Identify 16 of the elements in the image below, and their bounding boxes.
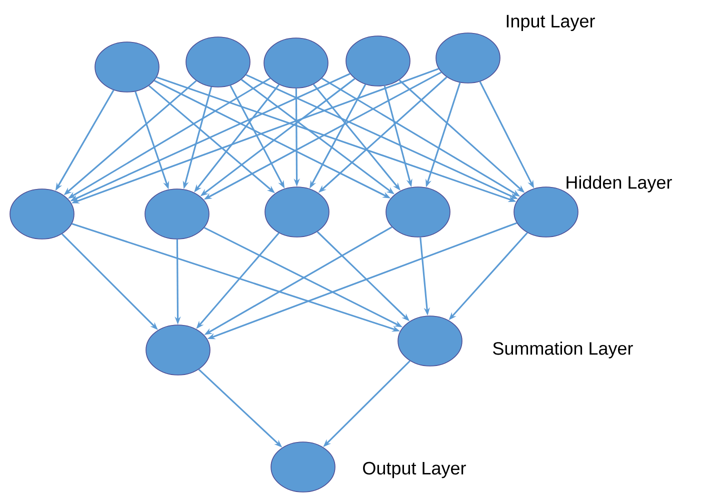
- neuron-circle: [10, 188, 74, 240]
- neuron-circle: [94, 42, 160, 92]
- neuron-circle: [270, 442, 336, 492]
- neuron-circle: [146, 324, 210, 376]
- neuron-circle: [436, 32, 500, 84]
- layer-label: Hidden Layer: [566, 176, 672, 192]
- layer-label: Summation Layer: [493, 342, 633, 358]
- neuron-circle: [186, 36, 250, 88]
- neuron-circle: [264, 186, 330, 238]
- neuron-circle: [398, 316, 462, 366]
- layer-label: Output Layer: [363, 462, 466, 478]
- layer-label: Input Layer: [506, 14, 595, 32]
- neuron-circle: [386, 186, 450, 238]
- neuron-circle: [144, 188, 210, 240]
- neuron-circle: [346, 36, 410, 86]
- neuron-circle: [264, 38, 328, 88]
